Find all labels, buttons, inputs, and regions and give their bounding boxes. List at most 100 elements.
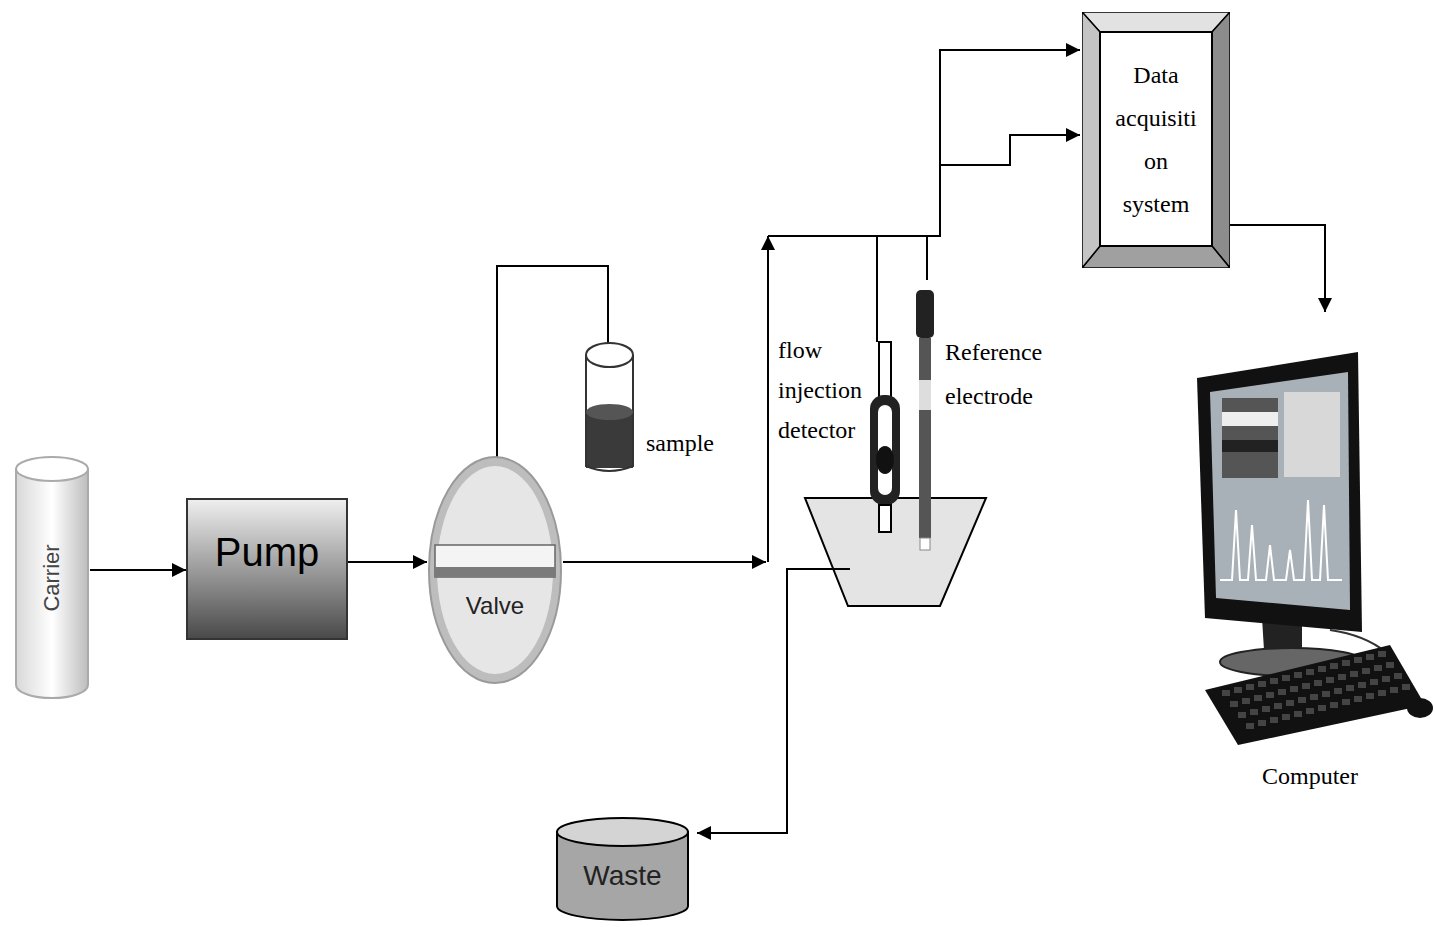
detector-signal-line: [767, 236, 769, 562]
key: [1402, 684, 1410, 690]
screen-window: [1284, 392, 1340, 477]
key: [1314, 680, 1322, 686]
key: [1362, 668, 1370, 674]
bevel-face: [1082, 12, 1100, 268]
node-outline: [427, 455, 563, 685]
key: [1278, 689, 1286, 695]
node-label: Valve: [466, 592, 524, 620]
key: [1294, 672, 1302, 678]
electrode-band: [919, 380, 931, 410]
flow-line: [563, 561, 766, 563]
cylinder-top: [16, 457, 88, 481]
beaker-wall: [586, 355, 633, 471]
node-outline: [1082, 12, 1230, 268]
keyboard-keys: [1222, 651, 1410, 729]
valve-loop-shade: [435, 567, 555, 577]
flow-injection-detector: [870, 342, 900, 532]
key: [1358, 682, 1366, 688]
screen-band: [1222, 440, 1278, 452]
key: [1282, 675, 1290, 681]
screen-window: [1222, 398, 1278, 478]
key: [1350, 671, 1358, 677]
key: [1258, 720, 1266, 726]
key: [1294, 711, 1302, 717]
key: [1334, 688, 1342, 694]
key: [1318, 705, 1326, 711]
key: [1282, 714, 1290, 720]
key: [1274, 703, 1282, 709]
data-acquisition-box: Data acquisiti on system: [1082, 12, 1230, 268]
sample-label: sample: [646, 427, 714, 459]
mouse: [1407, 698, 1433, 718]
key: [1374, 665, 1382, 671]
key: [1382, 676, 1390, 682]
key: [1306, 669, 1314, 675]
key: [1366, 654, 1374, 660]
key: [1242, 698, 1250, 704]
key: [1262, 706, 1270, 712]
liquid-surface: [586, 404, 633, 420]
node-label: Computer: [1262, 763, 1358, 790]
pump-box: Pump: [186, 498, 348, 640]
key: [1366, 693, 1374, 699]
electrode-tip: [920, 538, 930, 550]
injection-valve: Valve: [427, 455, 563, 685]
screen-band: [1222, 412, 1278, 426]
bevel-face: [1212, 12, 1230, 268]
key: [1342, 699, 1350, 705]
bevel-face: [1082, 246, 1230, 268]
reference-electrode: [916, 290, 934, 550]
valve-loop: [435, 545, 555, 577]
electrode-shaft: [919, 338, 931, 538]
monitor-screen: [1210, 372, 1350, 610]
key: [1258, 681, 1266, 687]
key: [1330, 663, 1338, 669]
flow-arrow: [90, 569, 186, 571]
detector-wire: [876, 236, 878, 342]
detector-label: flow injection detector: [778, 330, 870, 450]
key: [1390, 687, 1398, 693]
key: [1310, 694, 1318, 700]
key: [1354, 657, 1362, 663]
signal-wire: [940, 135, 1080, 165]
key: [1370, 679, 1378, 685]
key: [1246, 723, 1254, 729]
key: [1286, 700, 1294, 706]
valve-rim: [429, 457, 561, 683]
key: [1330, 702, 1338, 708]
beaker-rim: [586, 343, 633, 367]
key: [1270, 717, 1278, 723]
node-label: Carrier: [39, 544, 65, 611]
screen-peaks: [1220, 500, 1342, 580]
electrode-cap: [916, 290, 934, 338]
key: [1246, 684, 1254, 690]
computer-node: Computer: [1190, 312, 1430, 792]
key: [1298, 697, 1306, 703]
key: [1342, 660, 1350, 666]
key: [1394, 673, 1402, 679]
key: [1378, 690, 1386, 696]
key: [1354, 696, 1362, 702]
key: [1222, 690, 1230, 696]
key: [1238, 712, 1246, 718]
computer-illustration: [1197, 352, 1433, 745]
carrier-tank: Carrier: [14, 455, 90, 700]
beaker-liquid: [586, 412, 633, 468]
key: [1326, 677, 1334, 683]
reference-label: Reference electrode: [945, 330, 1061, 418]
cylinder-top: [557, 818, 688, 846]
electrode-body: [870, 395, 900, 505]
key: [1386, 662, 1394, 668]
key: [1318, 666, 1326, 672]
waste-tank: Waste: [555, 816, 690, 922]
node-label: Pump: [215, 530, 320, 575]
key: [1302, 683, 1310, 689]
key: [1230, 701, 1238, 707]
key: [1338, 674, 1346, 680]
key: [1346, 685, 1354, 691]
cylinder-body: [16, 469, 88, 698]
node-label: Waste: [583, 860, 661, 892]
flow-cell: [805, 498, 986, 606]
key: [1250, 709, 1258, 715]
